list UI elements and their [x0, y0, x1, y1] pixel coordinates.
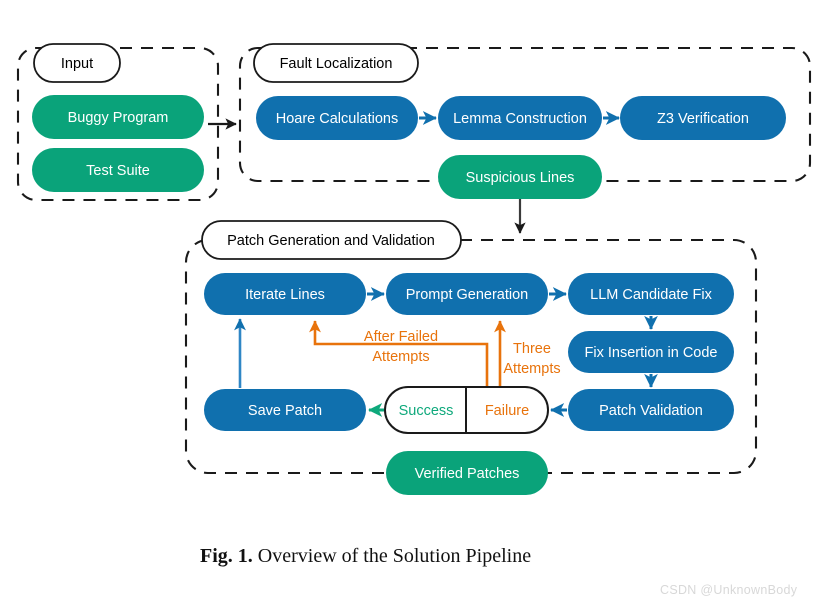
node-test-suite[interactable]: Test Suite: [32, 148, 204, 192]
edge-label-after-failed-line1: After Failed: [364, 329, 438, 345]
node-suspicious-lines-label: Suspicious Lines: [466, 170, 575, 186]
node-decision-success-failure[interactable]: Success Failure: [384, 386, 549, 434]
node-decision-failure-label: Failure: [485, 403, 529, 419]
node-verified-patches[interactable]: Verified Patches: [386, 451, 548, 495]
node-prompt-generation-label: Prompt Generation: [406, 287, 529, 303]
node-patch-validation[interactable]: Patch Validation: [568, 389, 734, 431]
group-title-fault-localization: Fault Localization: [253, 43, 419, 83]
edge-label-after-failed-line2: Attempts: [372, 349, 429, 365]
node-fix-insertion-in-code[interactable]: Fix Insertion in Code: [568, 331, 734, 373]
group-title-input-label: Input: [61, 56, 93, 72]
node-hoare-calculations-label: Hoare Calculations: [276, 111, 399, 127]
node-prompt-generation[interactable]: Prompt Generation: [386, 273, 548, 315]
figure-caption-text: Overview of the Solution Pipeline: [257, 545, 532, 567]
node-z3-verification-label: Z3 Verification: [657, 111, 749, 127]
watermark: CSDN @UnknownBody: [660, 583, 798, 597]
node-patch-validation-label: Patch Validation: [599, 403, 703, 419]
figure-caption: Fig. 1. Overview of the Solution Pipelin…: [200, 545, 531, 568]
group-container-patch-generation: [184, 238, 758, 475]
node-save-patch-label: Save Patch: [248, 403, 322, 419]
node-llm-candidate-fix-label: LLM Candidate Fix: [590, 287, 712, 303]
edge-label-after-failed-attempts: After Failed Attempts: [364, 329, 438, 365]
arrow-failure-to-iterate-lines: [309, 320, 489, 386]
node-buggy-program-label: Buggy Program: [68, 110, 169, 126]
edge-label-three-line1: Three: [513, 341, 551, 357]
node-decision-success-label: Success: [399, 403, 454, 419]
node-llm-candidate-fix[interactable]: LLM Candidate Fix: [568, 273, 734, 315]
node-buggy-program[interactable]: Buggy Program: [32, 95, 204, 139]
node-lemma-construction-label: Lemma Construction: [453, 111, 587, 127]
group-title-input: Input: [33, 43, 121, 83]
node-suspicious-lines[interactable]: Suspicious Lines: [438, 155, 602, 199]
node-hoare-calculations[interactable]: Hoare Calculations: [256, 96, 418, 140]
figure-caption-prefix: Fig. 1.: [200, 545, 253, 567]
group-title-patch-generation-label: Patch Generation and Validation: [227, 233, 435, 249]
node-iterate-lines[interactable]: Iterate Lines: [204, 273, 366, 315]
node-fix-insertion-in-code-label: Fix Insertion in Code: [585, 345, 718, 361]
node-test-suite-label: Test Suite: [86, 163, 150, 179]
edge-label-three-line2: Attempts: [503, 361, 560, 377]
node-z3-verification[interactable]: Z3 Verification: [620, 96, 786, 140]
edge-label-three-attempts: Three Attempts: [503, 341, 560, 377]
node-save-patch[interactable]: Save Patch: [204, 389, 366, 431]
group-title-patch-generation: Patch Generation and Validation: [201, 220, 462, 260]
group-title-fault-localization-label: Fault Localization: [280, 56, 393, 72]
node-lemma-construction[interactable]: Lemma Construction: [438, 96, 602, 140]
node-iterate-lines-label: Iterate Lines: [245, 287, 325, 303]
node-verified-patches-label: Verified Patches: [415, 466, 520, 482]
